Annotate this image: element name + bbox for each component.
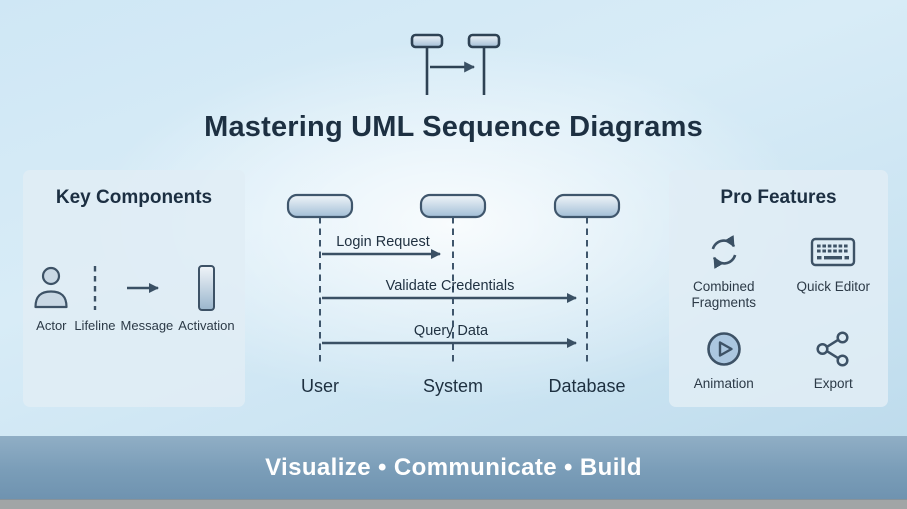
- message-label: Query Data: [414, 323, 489, 339]
- key-components-title: Key Components: [55, 187, 213, 208]
- pro-features-panel: Pro Features Combined Fragments: [669, 170, 888, 407]
- feature-label: Combined Fragments: [691, 279, 757, 310]
- lifeline-database: Database: [548, 193, 626, 396]
- feature-animation: Animation: [669, 328, 779, 392]
- component-label: Message: [120, 318, 174, 333]
- lifeline-label-database: Database: [548, 376, 625, 396]
- component-label: Activation: [178, 318, 235, 333]
- message-query-data: Query Data: [322, 323, 578, 349]
- key-components-panel: Key Components Actor Lifeline: [23, 170, 245, 407]
- lifeline-system: System: [419, 193, 487, 396]
- bottom-strip: [0, 499, 907, 509]
- message-label: Login Request: [336, 234, 430, 250]
- lifeline-icon: [91, 265, 99, 311]
- message-login-request: Login Request: [322, 234, 442, 260]
- activation-bar-icon: [197, 265, 215, 311]
- component-activation: Activation: [178, 265, 235, 333]
- pro-features-title: Pro Features: [720, 187, 837, 208]
- component-label: Lifeline: [74, 318, 116, 333]
- message-arrow-icon: [125, 265, 169, 311]
- feature-export: Export: [779, 328, 889, 392]
- component-message: Message: [120, 265, 174, 333]
- sequence-lifelines-icon: [410, 33, 501, 95]
- lifeline-user: User: [286, 193, 354, 396]
- page-title: Mastering UML Sequence Diagrams: [204, 111, 703, 143]
- feature-quick-editor: Quick Editor: [779, 231, 889, 311]
- message-validate-credentials: Validate Credentials: [322, 278, 578, 304]
- message-label: Validate Credentials: [386, 278, 515, 294]
- feature-combined-fragments: Combined Fragments: [669, 231, 779, 311]
- key-components-row: Actor Lifeline Message: [23, 265, 245, 333]
- lifeline-label-user: User: [301, 376, 339, 396]
- quick-editor-keyboard-icon: [810, 231, 856, 273]
- component-lifeline: Lifeline: [74, 265, 116, 333]
- animation-play-icon: [704, 328, 744, 370]
- feature-label: Export: [813, 375, 853, 391]
- footer-tagline: Visualize • Communicate • Build: [265, 453, 642, 481]
- actor-icon: [33, 265, 69, 311]
- lifeline-label-system: System: [423, 376, 483, 396]
- component-actor: Actor: [33, 265, 69, 333]
- feature-label: Quick Editor: [796, 279, 871, 294]
- footer-band: Visualize • Communicate • Build: [0, 436, 907, 499]
- feature-label: Animation: [693, 375, 754, 391]
- combined-fragments-icon: [704, 231, 744, 273]
- export-share-icon: [814, 328, 852, 370]
- sequence-diagram: User System Database Login Request Valid…: [286, 193, 626, 396]
- pro-features-grid: Combined Fragments: [669, 231, 888, 392]
- component-label: Actor: [36, 318, 67, 333]
